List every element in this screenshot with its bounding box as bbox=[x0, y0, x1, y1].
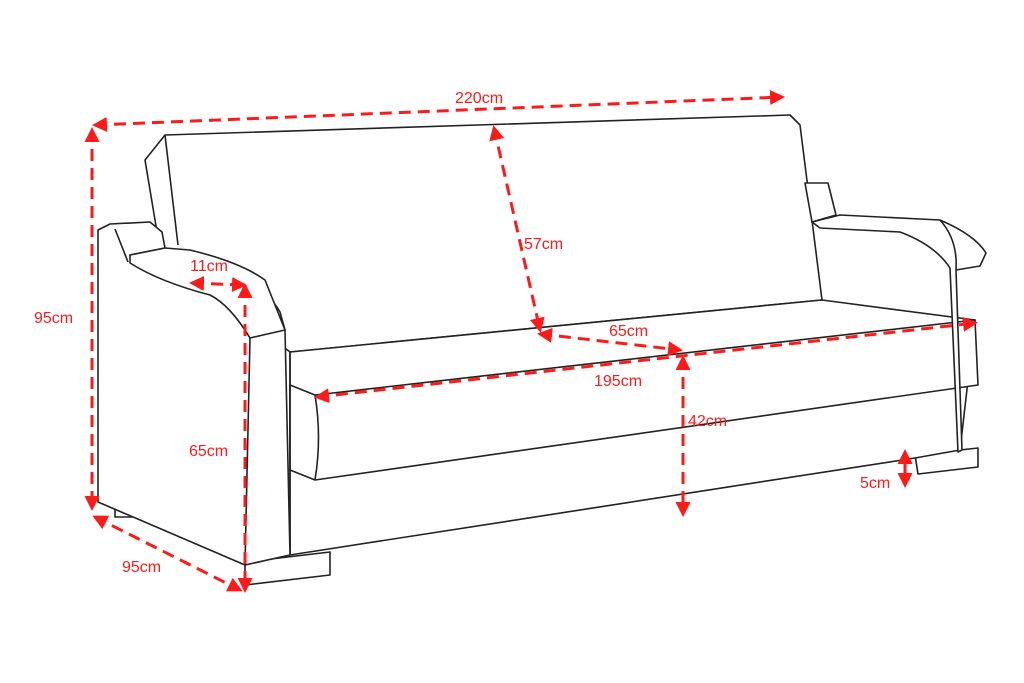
width-label: 220cm bbox=[455, 90, 503, 107]
seat-width-label: 195cm bbox=[594, 373, 642, 390]
backrest-height-arrow bbox=[489, 125, 545, 333]
seat-height-label: 42cm bbox=[688, 413, 727, 430]
arm-height-label: 65cm bbox=[189, 443, 228, 460]
depth-label: 95cm bbox=[122, 559, 161, 576]
arm-width-label: 11cm bbox=[190, 258, 228, 275]
backrest-height-label: 57cm bbox=[524, 236, 563, 253]
dimension-arrows bbox=[84, 89, 978, 593]
height-label: 95cm bbox=[34, 310, 73, 327]
right-arm-back bbox=[804, 182, 837, 223]
arm-width-arrow bbox=[189, 275, 247, 293]
width-arrow bbox=[92, 89, 785, 133]
dimension-labels: 220cm 95cm 95cm 65cm 11cm 57cm 65cm 195c… bbox=[34, 90, 890, 576]
depth-arrow bbox=[92, 515, 243, 592]
leg-height-label: 5cm bbox=[860, 475, 890, 492]
sofa-outline bbox=[97, 114, 987, 586]
seat-width-arrow bbox=[314, 316, 978, 404]
seat-depth-label: 65cm bbox=[609, 323, 648, 340]
